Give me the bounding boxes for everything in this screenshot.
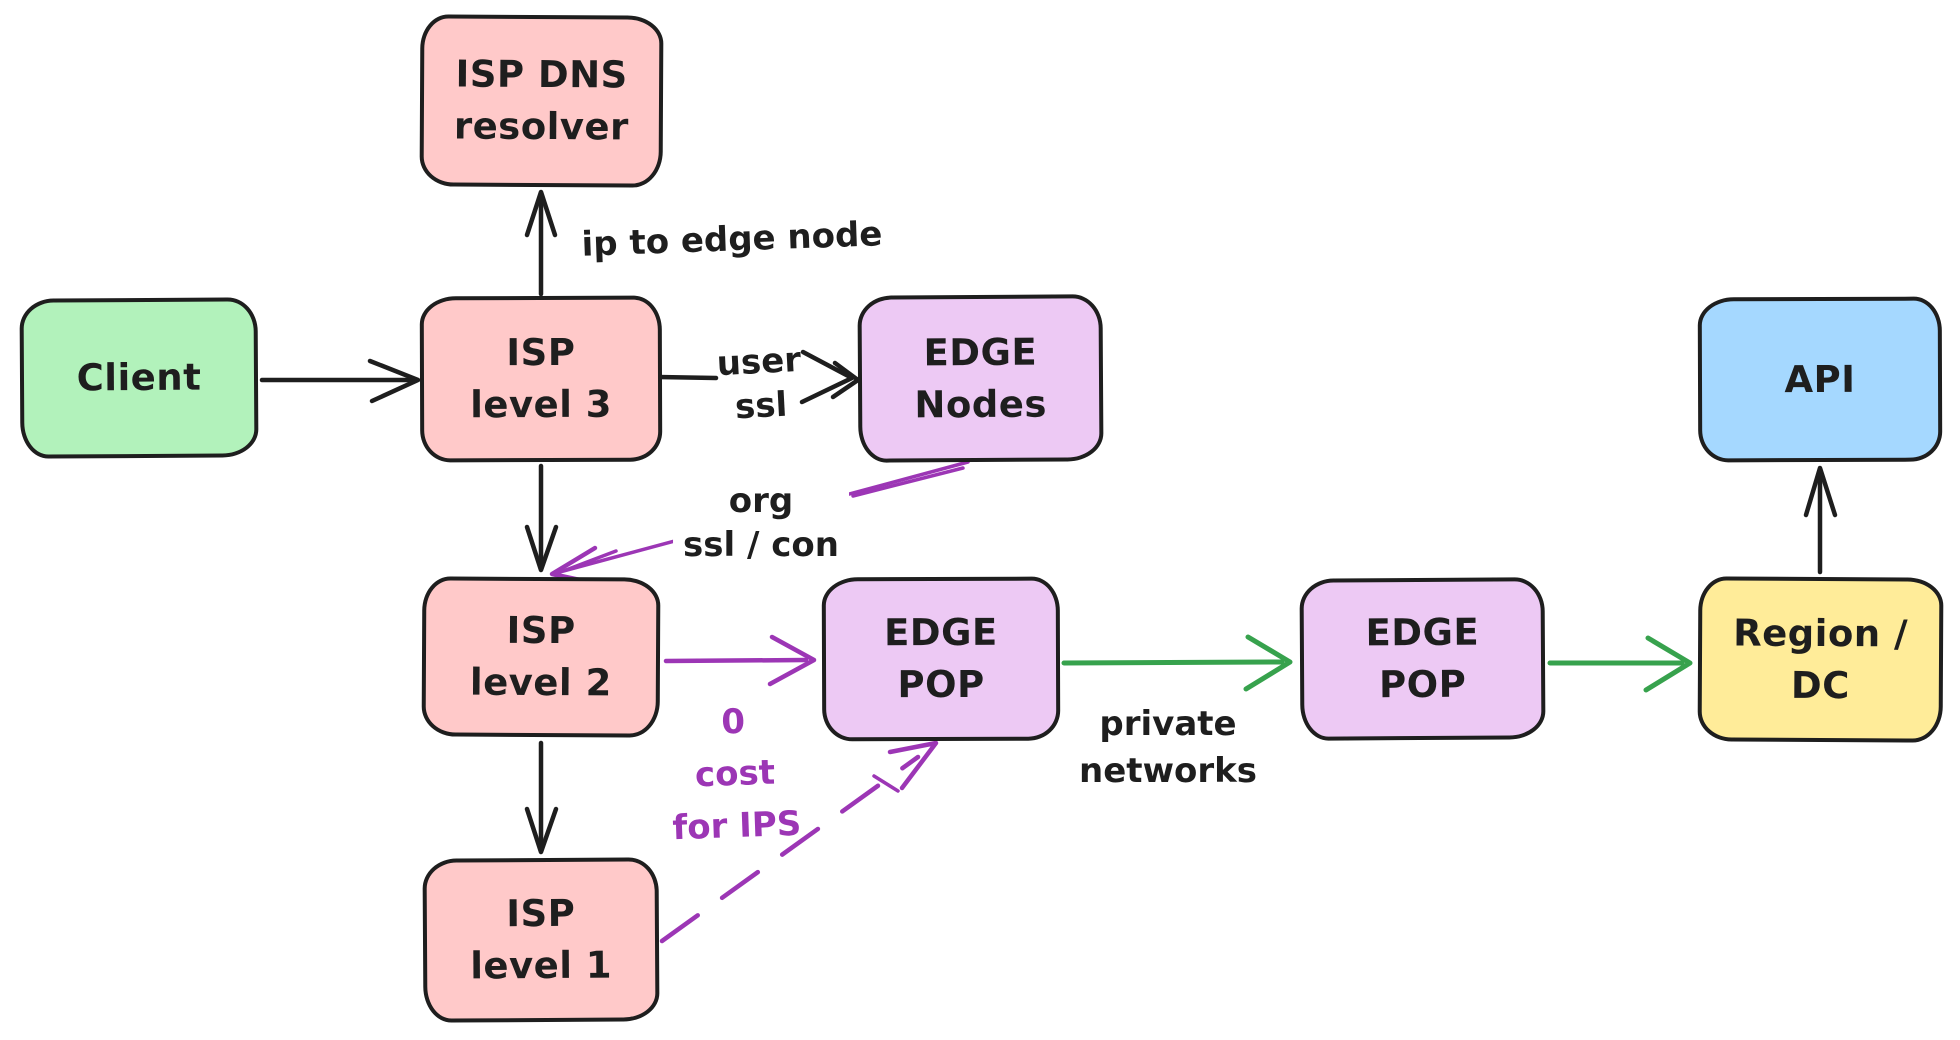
node-label: EDGE	[884, 610, 998, 655]
edge-label-user-ssl[interactable]: user ssl	[715, 339, 802, 428]
node-label: EDGE	[923, 330, 1038, 374]
arrow-isp-level-1-to-edge-pop-west[interactable]	[659, 740, 939, 944]
node-label: ISP	[506, 891, 576, 936]
node-label: ISP DNS	[455, 52, 628, 97]
node-isp-dns-resolver[interactable]: ISP DNS resolver	[419, 14, 664, 188]
arrow-edge-pop-west-to-edge-pop-east[interactable]	[1061, 634, 1293, 692]
arrow-isp-level-3-to-isp-dns-resolver[interactable]	[524, 189, 558, 297]
node-edge-nodes[interactable]: EDGE Nodes	[857, 294, 1104, 463]
arrow-edge-pop-east-to-region-dc[interactable]	[1547, 635, 1693, 693]
node-label: ISP	[506, 608, 576, 653]
node-isp-level-1[interactable]: ISP level 1	[422, 857, 660, 1023]
arrow-client-to-isp-level-3[interactable]	[259, 358, 421, 404]
node-label: POP	[1378, 662, 1467, 707]
node-edge-pop-west[interactable]: EDGE POP	[821, 576, 1061, 742]
node-label: level 3	[470, 382, 613, 427]
node-label: Nodes	[914, 382, 1048, 426]
node-isp-level-3[interactable]: ISP level 3	[419, 295, 663, 463]
node-label: EDGE	[1365, 610, 1480, 655]
edge-label-org-ssl-con[interactable]: org ssl / con	[673, 477, 849, 569]
node-label: POP	[897, 662, 985, 707]
node-api[interactable]: API	[1697, 296, 1943, 463]
arrow-region-dc-to-api[interactable]	[1803, 465, 1838, 575]
arrow-isp-level-2-to-edge-pop-west[interactable]	[663, 634, 817, 687]
node-label: level 2	[469, 660, 612, 705]
edge-label-private-networks[interactable]: private networks	[1079, 704, 1257, 791]
node-region-dc[interactable]: Region / DC	[1697, 576, 1944, 743]
node-label: resolver	[453, 104, 629, 149]
node-label: DC	[1790, 663, 1850, 707]
node-isp-level-2[interactable]: ISP level 2	[421, 576, 661, 738]
arrow-isp-level-3-to-isp-level-2[interactable]	[524, 463, 559, 573]
node-label: level 1	[470, 943, 613, 988]
node-label: Region /	[1733, 611, 1909, 655]
node-label: Client	[76, 355, 202, 400]
edge-label-zero-cost-for-ips[interactable]: 0 cost for IPS	[671, 701, 802, 849]
node-client[interactable]: Client	[19, 297, 259, 459]
node-label: API	[1784, 357, 1856, 401]
node-label: ISP	[506, 330, 576, 375]
arrow-isp-level-2-to-isp-level-1[interactable]	[524, 740, 559, 855]
node-edge-pop-east[interactable]: EDGE POP	[1299, 577, 1546, 741]
